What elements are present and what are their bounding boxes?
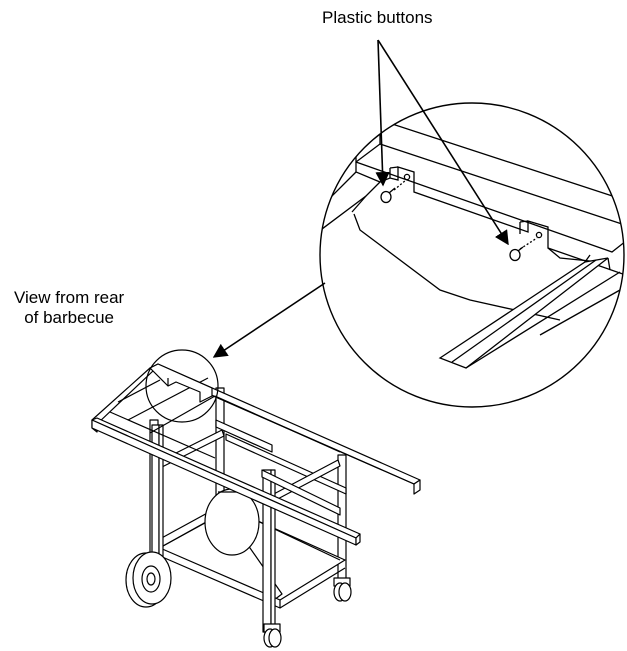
- arrow-to-right-button: [378, 40, 509, 246]
- rear-view-label-line1: View from rear: [14, 288, 125, 307]
- plastic-buttons-label: Plastic buttons: [322, 8, 433, 27]
- rear-view-label-line2: of barbecue: [24, 308, 114, 327]
- barbecue-cart: [92, 350, 420, 647]
- cart-crossbar-front: [216, 420, 340, 515]
- rear-view-label: View from rear of barbecue: [14, 288, 124, 328]
- detail-location-circle: [146, 350, 218, 422]
- cart-wheel: [126, 552, 171, 607]
- detail-circle-outline: [320, 103, 624, 407]
- arrow-to-left-button: [375, 40, 390, 187]
- cart-caster-rear: [334, 578, 351, 601]
- detail-magnifier: [318, 103, 627, 407]
- magnify-arrow: [212, 283, 325, 358]
- cart-caster-front: [264, 624, 281, 647]
- buttons-callout-arrows: [375, 40, 509, 246]
- detail-view-contents: [318, 120, 624, 368]
